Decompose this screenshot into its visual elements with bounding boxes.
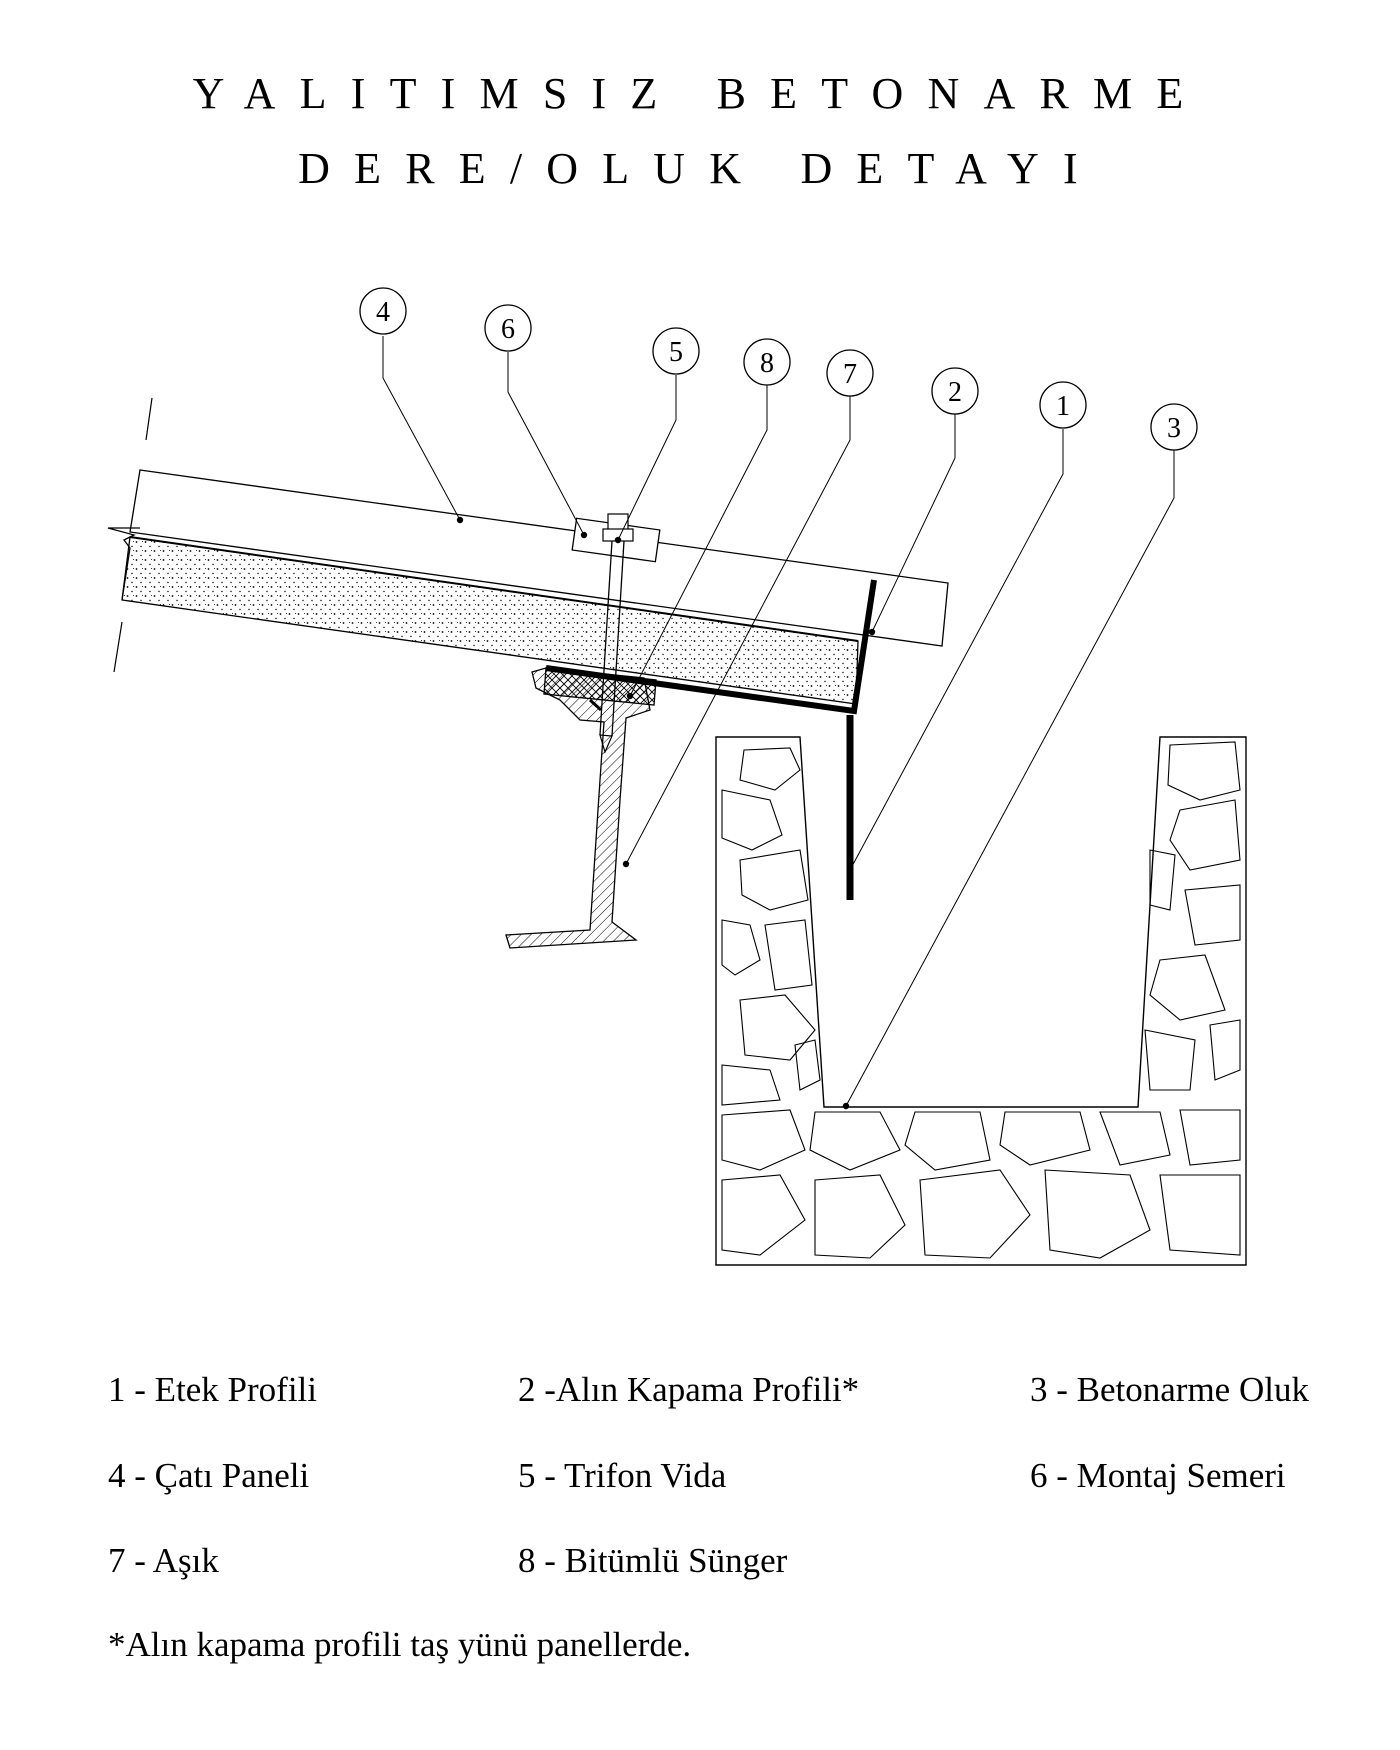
legend-item-5: 5 - Trifon Vida (518, 1456, 727, 1495)
callout-6: 6 (484, 304, 532, 352)
roof-panel (107, 469, 949, 705)
break-line-top (145, 397, 153, 441)
svg-text:1: 1 (1056, 391, 1070, 422)
purlin (505, 667, 651, 949)
legend-item-3: 3 - Betonarme Oluk (1030, 1370, 1309, 1409)
callout-2: 2 (931, 367, 979, 415)
drawing-title-line-1: YALITIMSIZ BETONARME (192, 69, 1208, 118)
callout-7: 7 (826, 349, 874, 397)
callout-circles: 4 6 5 8 7 2 1 3 (359, 287, 1198, 451)
legend-item-6: 6 - Montaj Semeri (1030, 1456, 1286, 1495)
concrete-gutter (715, 736, 1247, 1266)
legend-item-4: 4 - Çatı Paneli (108, 1456, 310, 1495)
leader-lines (382, 336, 1175, 1107)
footnote: *Alın kapama profili taş yünü panellerde… (108, 1625, 692, 1664)
svg-text:6: 6 (501, 314, 515, 345)
svg-text:4: 4 (376, 297, 390, 328)
callout-4: 4 (359, 287, 407, 335)
svg-text:2: 2 (948, 377, 962, 408)
legend-item-2: 2 -Alın Kapama Profili* (518, 1370, 860, 1409)
svg-text:3: 3 (1167, 413, 1181, 444)
svg-text:7: 7 (843, 359, 857, 390)
callout-8: 8 (743, 338, 791, 386)
leader-dots (456, 516, 876, 1110)
legend-item-7: 7 - Aşık (108, 1541, 219, 1580)
legend-item-1: 1 - Etek Profili (108, 1370, 317, 1409)
svg-text:5: 5 (669, 337, 683, 368)
callout-1: 1 (1039, 381, 1087, 429)
drawing-title-line-2: DERE/OLUK DETAYI (298, 144, 1102, 193)
callout-3: 3 (1150, 403, 1198, 451)
svg-text:8: 8 (760, 348, 774, 379)
callout-5: 5 (652, 327, 700, 375)
legend-item-8: 8 - Bitümlü Sünger (518, 1541, 788, 1580)
break-line-bottom (113, 621, 123, 673)
end-closure-profile (545, 579, 877, 715)
